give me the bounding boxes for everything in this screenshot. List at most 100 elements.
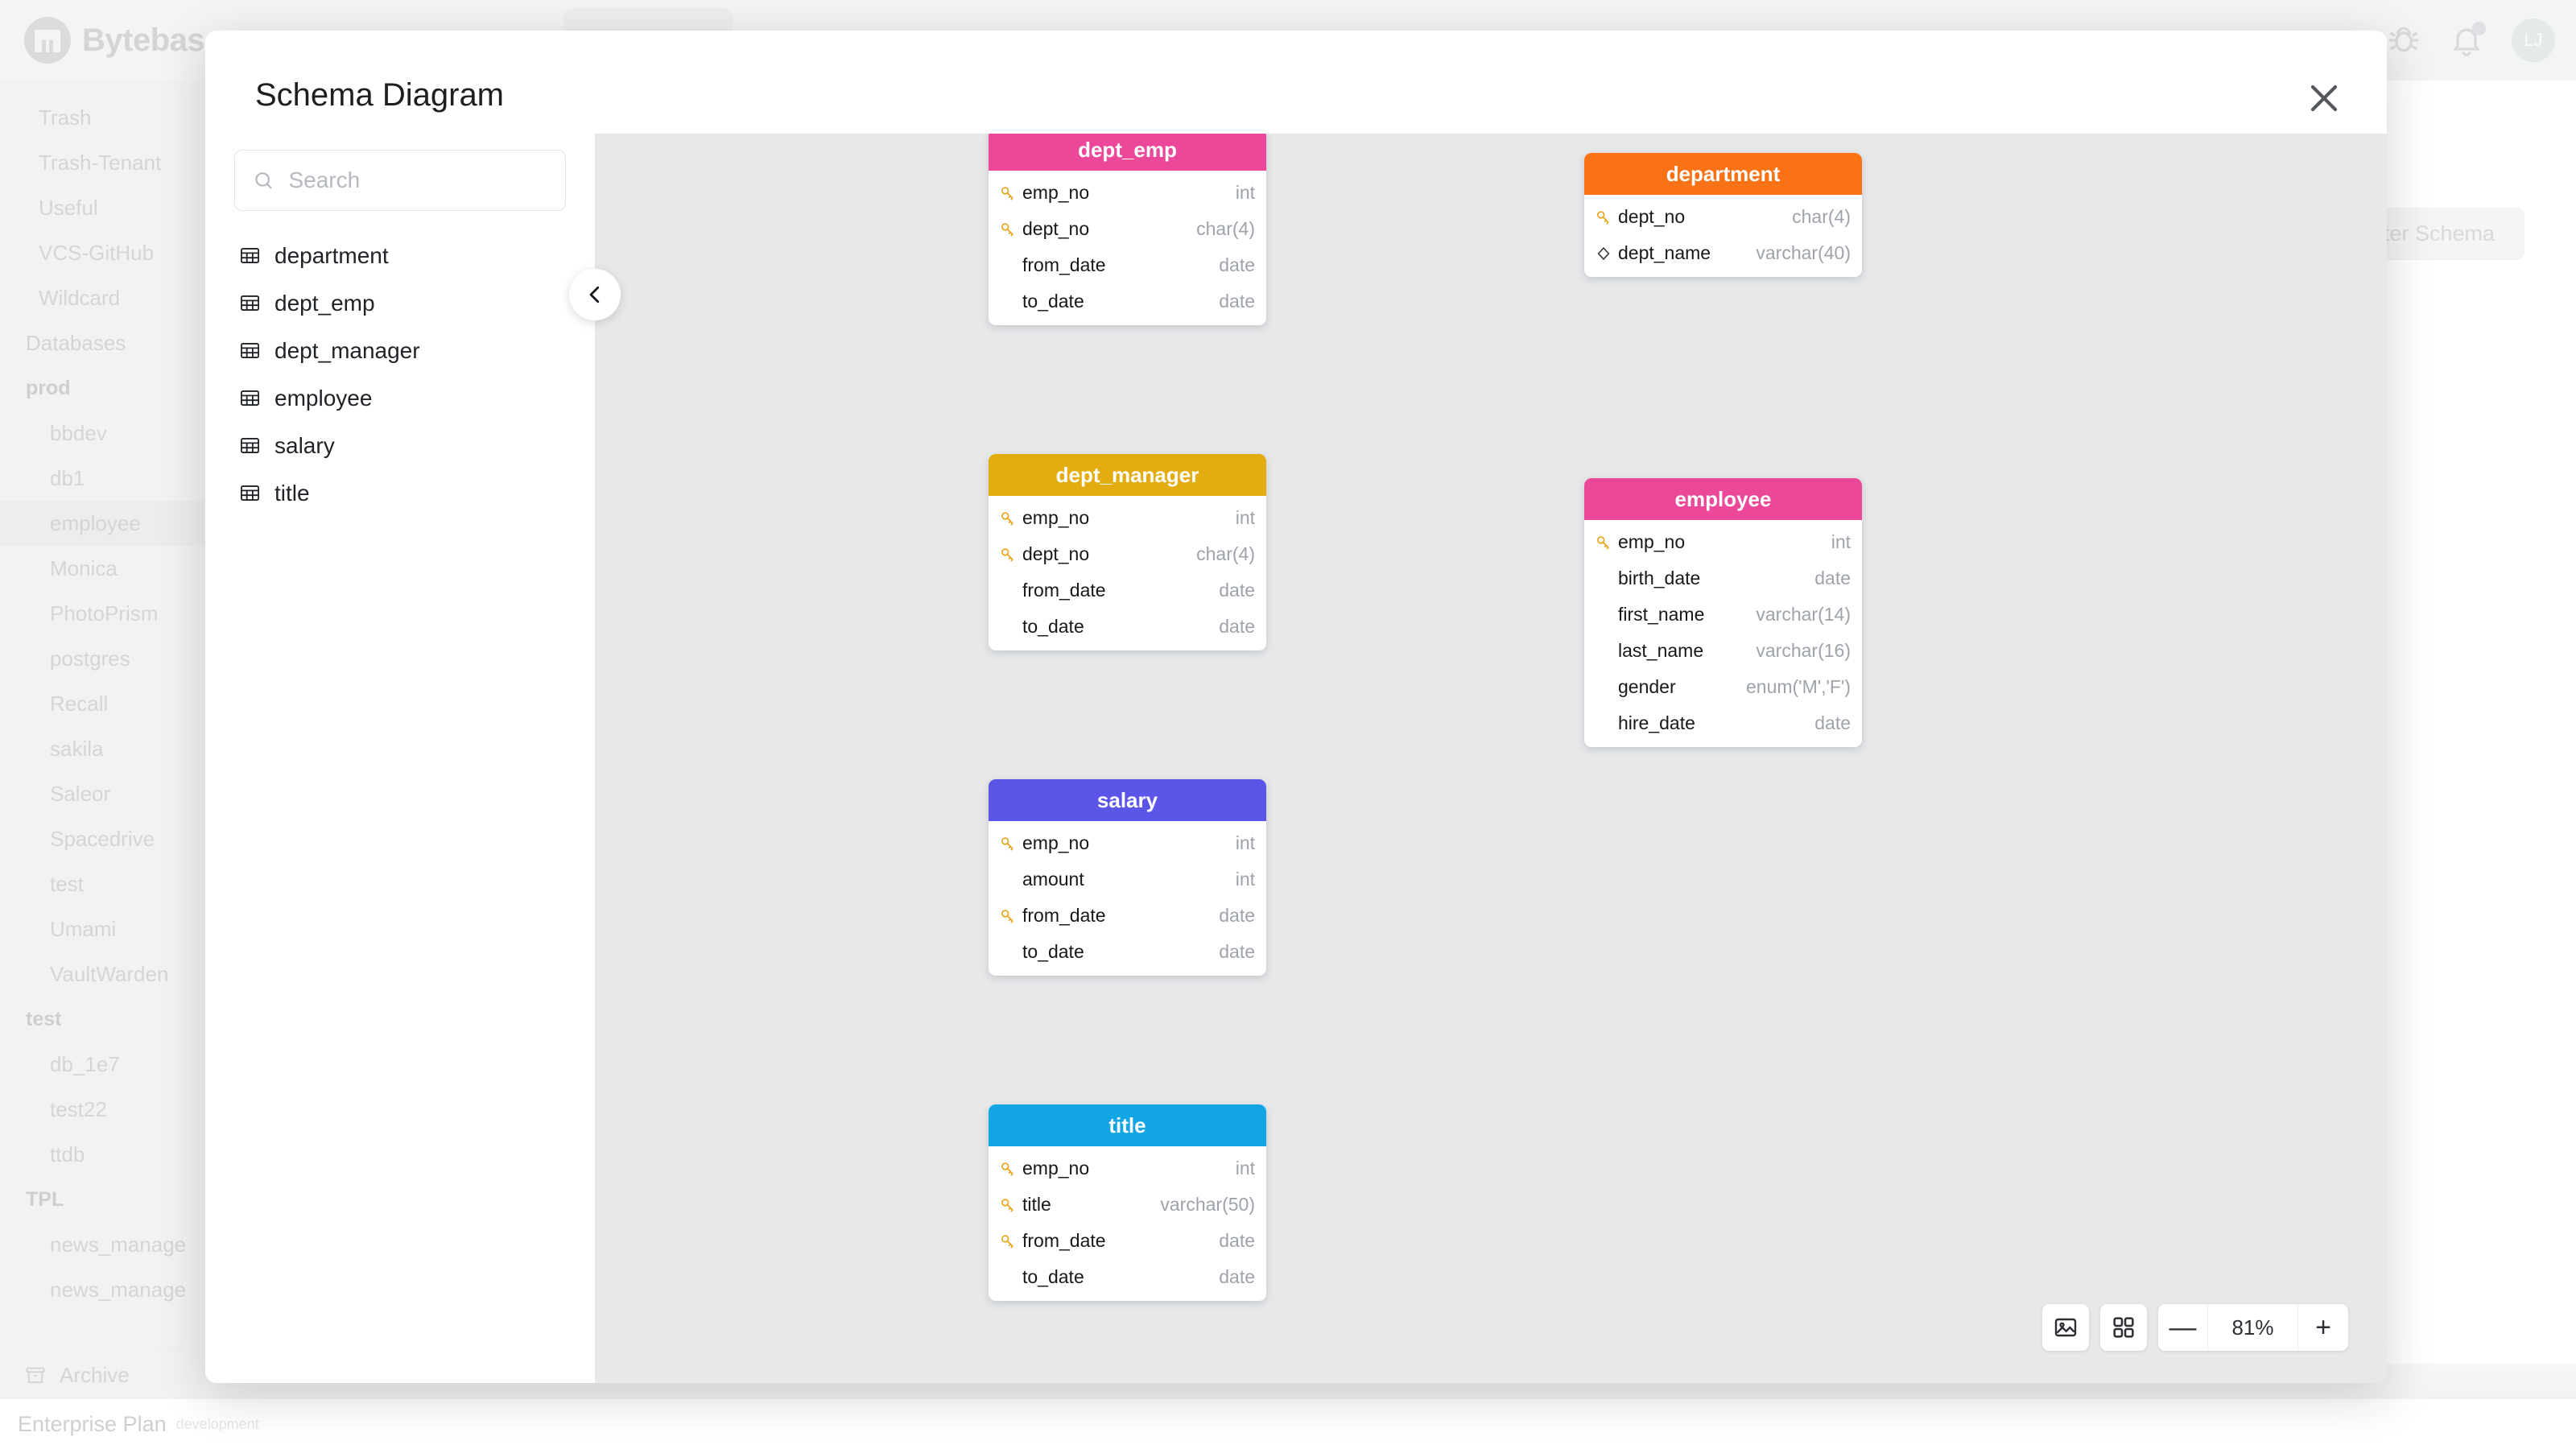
topbar-actions: LJ [2386,19,2555,62]
search-input[interactable] [287,167,547,194]
table-list-item-label: dept_manager [275,337,420,363]
table-list-item-salary[interactable]: salary [234,422,566,469]
table-list-item-title[interactable]: title [234,469,566,517]
sidebar-item-postgres[interactable]: postgres [50,646,130,671]
column-name: dept_name [1618,242,1711,263]
zoom-level-label: 81% [2208,1304,2298,1351]
image-icon[interactable] [2042,1304,2089,1351]
sidebar-item-vaultwarden[interactable]: VaultWarden [50,961,169,986]
sidebar-item-spacedrive[interactable]: Spacedrive [50,826,155,851]
sidebar-item-useful[interactable]: Useful [39,195,98,220]
avatar[interactable]: LJ [2512,19,2555,62]
sidebar-item-prod[interactable]: prod [26,376,71,399]
app-footer: Enterprise Plan development [0,1399,2576,1449]
sql-preview-text: select `employee`.`l`.`emp_no` AS `emp_n… [978,1414,2576,1438]
table-list-item-label: dept_emp [275,290,375,316]
sidebar-item-trash-tenant[interactable]: Trash-Tenant [39,150,162,175]
table-node-header: department [1584,153,1862,195]
sidebar-item-photoprism[interactable]: PhotoPrism [50,601,159,625]
sidebar-item-ttdb[interactable]: ttdb [50,1141,85,1166]
column-row[interactable]: emp_no int [989,175,1266,211]
table-list-item-dept_manager[interactable]: dept_manager [234,327,566,374]
sidebar-item-employee[interactable]: employee [0,501,205,546]
sidebar-item-archive[interactable]: Archive [0,1351,205,1399]
sidebar-item-db-1e7[interactable]: db_1e7 [50,1051,120,1076]
column-type: varchar(14) [1756,604,1851,625]
sidebar-item-news-manage[interactable]: news_manage [50,1232,187,1257]
sidebar-item-monica[interactable]: Monica [50,555,118,580]
column-name: to_date [1022,941,1084,962]
column-key-icon [999,510,1021,527]
table-list-item-label: employee [275,385,373,411]
sidebar-item-tpl[interactable]: TPL [26,1187,64,1211]
sidebar-item-bbdev[interactable]: bbdev [50,420,107,445]
column-type: date [1219,905,1255,926]
column-name: dept_no [1022,218,1090,239]
panel-collapse-button[interactable] [569,269,621,320]
sidebar-item-trash[interactable]: Trash [39,105,92,130]
sidebar-item-sakila[interactable]: sakila [50,736,104,761]
column-type: int [1235,182,1255,203]
sidebar-item-recall[interactable]: Recall [50,691,109,716]
notification-bell-icon[interactable] [2449,22,2486,58]
zoom-out-button[interactable]: — [2158,1304,2208,1351]
column-type: int [1235,832,1255,853]
sidebar-item-wildcard[interactable]: Wildcard [39,285,121,310]
sidebar-item-test[interactable]: test [50,871,84,896]
table-list-item-dept_emp[interactable]: dept_emp [234,279,566,327]
sidebar-item-databases[interactable]: Databases [26,330,126,355]
sidebar-item-test[interactable]: test [26,1007,62,1030]
table-node-header: salary [989,779,1266,821]
primary-key-icon [1001,1198,1013,1212]
sidebar-item-saleor[interactable]: Saleor [50,781,111,806]
brand-logo[interactable]: Bytebase [24,17,222,64]
sidebar-item-db1[interactable]: db1 [50,465,85,490]
notification-dot [2472,22,2486,35]
zoom-in-button[interactable]: + [2315,1311,2331,1343]
bug-icon[interactable] [2386,23,2421,58]
table-list-item-department[interactable]: department [234,232,566,279]
table-list-item-label: title [275,480,310,506]
sidebar-item-test22[interactable]: test22 [50,1096,107,1121]
sidebar-item-news-manage[interactable]: news_manage [50,1277,187,1302]
table-list-item-employee[interactable]: employee [234,374,566,422]
search-box[interactable] [234,150,566,211]
sidebar-item-vcs-github[interactable]: VCS-GitHub [39,240,155,265]
column-name: emp_no [1022,182,1090,203]
sidebar-item-umami[interactable]: Umami [50,916,117,941]
close-icon[interactable] [2305,79,2343,118]
grid-icon[interactable] [2100,1304,2147,1351]
